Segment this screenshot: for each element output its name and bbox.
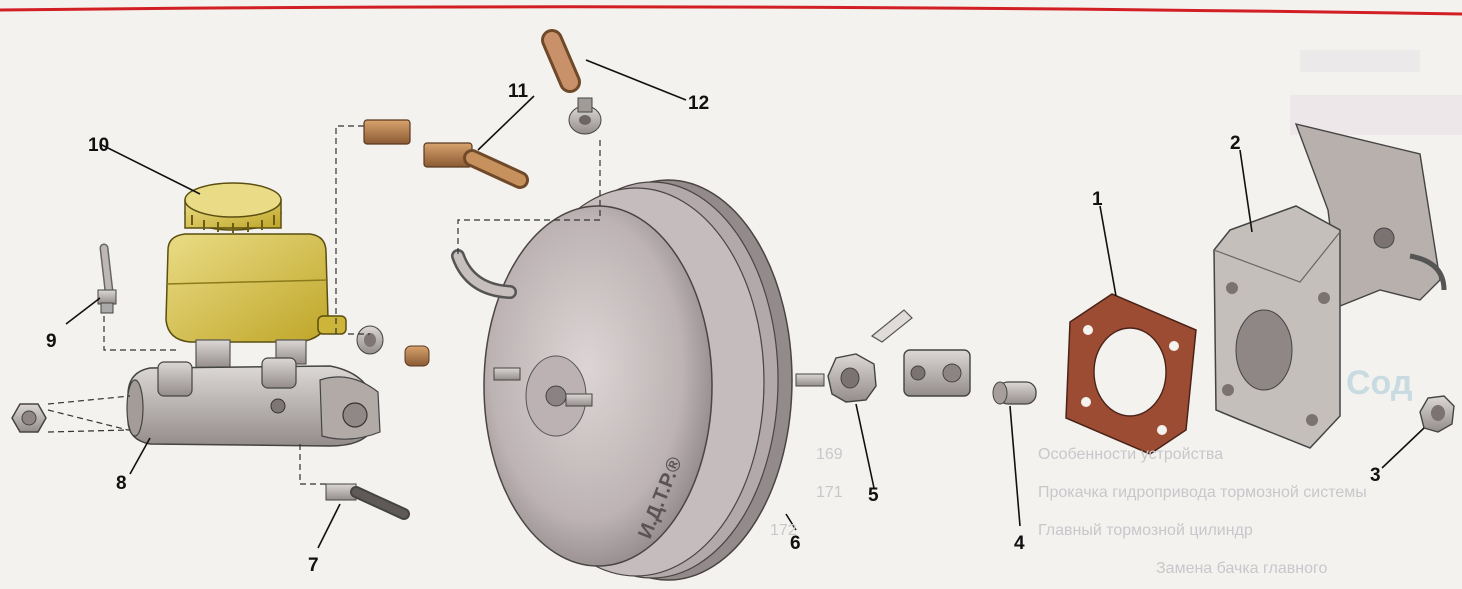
callout-12: 12 (688, 93, 710, 114)
background-toc-line-3: Главный тормозной цилиндр (1038, 522, 1253, 539)
callout-6: 6 (790, 533, 801, 554)
pedal-bracket (1213, 123, 1447, 449)
push-rod-fork (903, 349, 971, 397)
check-valve (568, 97, 602, 135)
top-rule (0, 5, 1462, 16)
leader-lines (65, 59, 1425, 549)
callout-11: 11 (508, 81, 529, 102)
brake-fluid-reservoir (165, 233, 347, 369)
callout-5: 5 (868, 485, 879, 506)
brake-line-fitting-lower (325, 483, 410, 520)
reservoir-cap (184, 182, 282, 233)
background-page-number-1: 169 (816, 446, 843, 463)
callout-3: 3 (1370, 465, 1381, 486)
booster-gasket (1065, 293, 1197, 455)
background-toc-line-1: Особенности устройства (1038, 446, 1224, 463)
mounting-nut (827, 353, 877, 403)
background-page-number-2: 171 (816, 484, 843, 501)
bracket-nut (1419, 395, 1455, 433)
callout-4: 4 (1014, 533, 1025, 554)
callout-7: 7 (308, 555, 319, 576)
callout-8: 8 (116, 473, 127, 494)
background-heading: Сод (1346, 364, 1413, 402)
vacuum-brake-booster (451, 179, 825, 581)
callout-1: 1 (1092, 189, 1103, 210)
callout-10: 10 (88, 135, 110, 156)
master-cylinder (126, 357, 381, 447)
clevis-pin (992, 381, 1037, 405)
background-page-number-3: 172 (770, 522, 797, 539)
retaining-clip (870, 309, 913, 343)
callout-9: 9 (46, 331, 57, 352)
check-valve-hose (541, 29, 581, 93)
hose-clamp (356, 325, 384, 355)
callout-2: 2 (1230, 133, 1241, 154)
background-ghost-print (1290, 50, 1462, 135)
hose-segment (404, 345, 430, 367)
background-toc-line-4: Замена бачка главного (1156, 560, 1328, 577)
outlet-plug-nut (11, 403, 47, 433)
background-toc-line-2: Прокачка гидропривода тормозной системы (1038, 484, 1367, 501)
vacuum-hose-connectors (363, 119, 529, 189)
brake-line-fitting-upper (97, 243, 117, 314)
assembly-guide-lines (47, 125, 601, 485)
